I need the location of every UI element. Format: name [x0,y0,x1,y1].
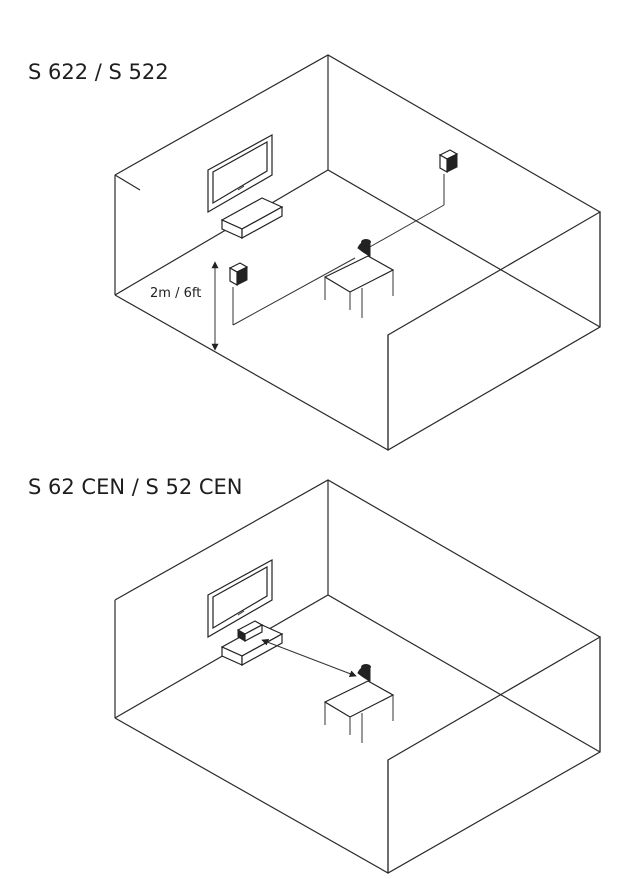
room-box-stereo [114,54,601,452]
listening-direction-arrow [261,638,357,678]
speaker-left-icon [228,257,356,326]
listener-desk-icon [323,239,395,318]
speaker-right-icon [367,149,459,249]
listener-desk-icon-2 [323,664,395,743]
tv-icon [207,133,273,214]
room-box-center [114,479,601,875]
center-speaker-icon [236,620,264,642]
tv-icon-2 [207,558,273,639]
tv-bench-icon [220,197,284,240]
diagram-title-center: S 62 CEN / S 52 CEN [28,475,243,499]
diagram-title-stereo: S 622 / S 522 [28,60,169,84]
height-label: 2m / 6ft [150,286,201,301]
